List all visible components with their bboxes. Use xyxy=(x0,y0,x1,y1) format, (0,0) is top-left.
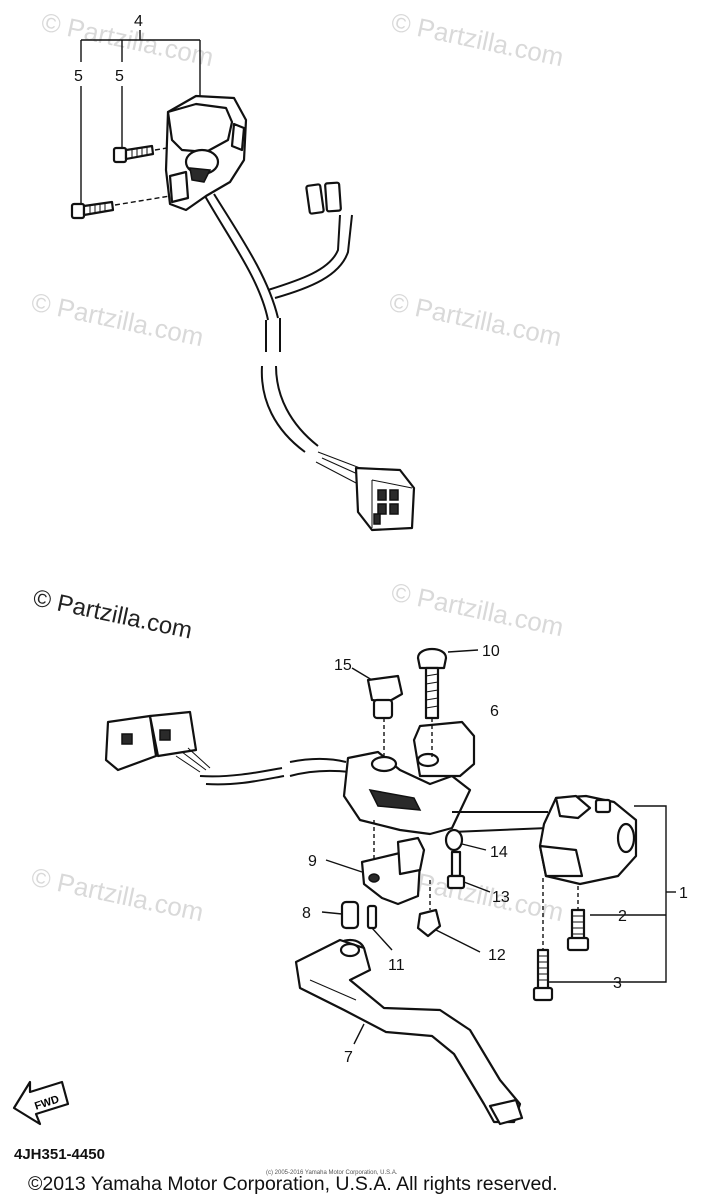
copyright-notice: ©2013 Yamaha Motor Corporation, U.S.A. A… xyxy=(28,1173,558,1195)
callout-8: 8 xyxy=(302,905,311,922)
callout-4: 4 xyxy=(134,13,143,30)
watermark: © Partzilla.com xyxy=(387,287,565,353)
callout-5: 5 xyxy=(74,68,83,85)
diagram-code: 4JH351-4450 xyxy=(14,1146,105,1163)
callout-10: 10 xyxy=(482,643,500,660)
callout-15: 15 xyxy=(334,657,352,674)
watermark: © Partzilla.com xyxy=(389,577,567,643)
watermark: © Partzilla.com xyxy=(29,862,207,928)
cap xyxy=(351,667,404,758)
nut xyxy=(416,880,481,953)
right-handlebar-lever-assembly: FWD 1 2 3 6 7 8 9 10 11 12 13 14 15 xyxy=(12,643,688,1126)
callout-6: 6 xyxy=(490,703,499,720)
screw xyxy=(532,878,554,1002)
watermarks: © Partzilla.com © Partzilla.com © Partzi… xyxy=(29,7,567,928)
callout-13: 13 xyxy=(492,889,510,906)
watermark-prominent: © Partzilla.com xyxy=(31,584,195,644)
bolt xyxy=(446,850,491,893)
nut xyxy=(444,828,487,852)
clutch-switch xyxy=(325,820,426,906)
callout-5: 5 xyxy=(115,68,124,85)
callout-2: 2 xyxy=(618,908,627,925)
callout-14: 14 xyxy=(490,844,508,861)
callout-1: 1 xyxy=(679,885,688,902)
small-copyright: (c) 2005-2016 Yamaha Motor Corporation, … xyxy=(266,1170,398,1176)
watermark: © Partzilla.com xyxy=(29,287,207,353)
callout-11: 11 xyxy=(388,957,405,974)
left-handlebar-switch-assembly: 4 5 5 xyxy=(70,13,416,532)
lever xyxy=(294,938,524,1126)
fwd-arrow-icon: FWD xyxy=(12,1080,70,1126)
watermark: © Partzilla.com xyxy=(389,7,567,73)
callout-9: 9 xyxy=(308,853,317,870)
screw xyxy=(566,886,590,952)
callout-12: 12 xyxy=(488,947,506,964)
screw xyxy=(70,195,171,220)
callout-7: 7 xyxy=(344,1049,353,1066)
bolt xyxy=(416,647,479,760)
callout-3: 3 xyxy=(613,975,622,992)
